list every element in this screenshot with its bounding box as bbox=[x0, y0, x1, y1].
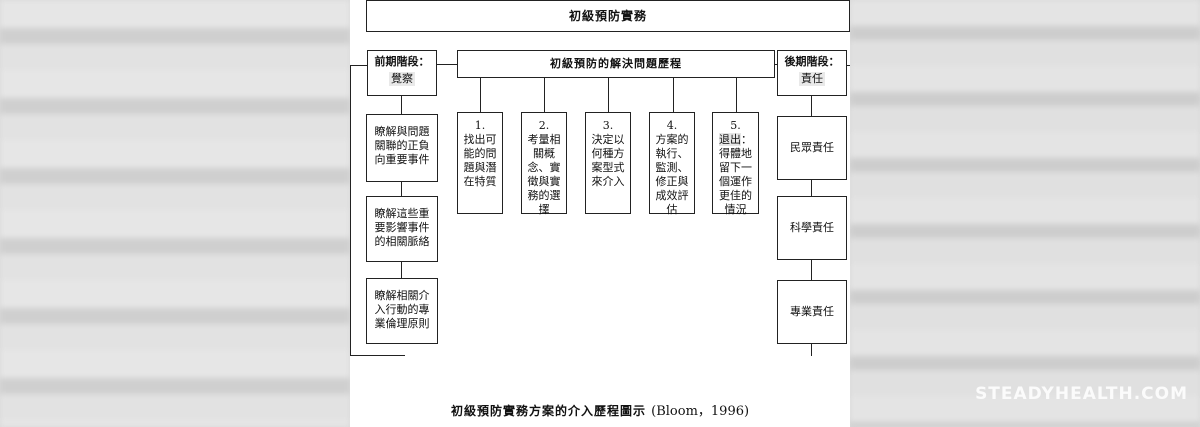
step-vline-2 bbox=[544, 78, 545, 112]
watermark-logo: STEADYHEALTH.COM bbox=[975, 384, 1188, 404]
frame-bottom-line bbox=[350, 355, 405, 356]
left-phase-label: 前期階段： bbox=[374, 55, 430, 68]
step-vline-1 bbox=[480, 78, 481, 112]
center-title-box: 初級預防的解決問題歷程 bbox=[457, 50, 775, 78]
left-box-3: 瞭解相關介入行動的專業倫理原則 bbox=[366, 278, 438, 344]
left-phase-sub: 覺察 bbox=[389, 72, 415, 86]
right-phase-sub: 責任 bbox=[799, 72, 825, 86]
step-num-5: 5. bbox=[730, 119, 741, 132]
left-vline-2 bbox=[401, 182, 402, 196]
step-num-3: 3. bbox=[602, 119, 614, 132]
caption-citation: (Bloom，1996) bbox=[651, 404, 750, 419]
right-phase-label: 後期階段： bbox=[784, 55, 840, 68]
blurred-left-background bbox=[0, 0, 350, 427]
blurred-right-background bbox=[850, 0, 1200, 427]
frame-top-left-line bbox=[350, 65, 367, 66]
frame-left-line bbox=[350, 65, 351, 356]
left-box-1: 瞭解與問題關聯的正負向重要事件 bbox=[366, 114, 438, 182]
step-text-4: 方案的執行、監測、修正與成效評估 bbox=[655, 133, 689, 216]
right-vline-3 bbox=[811, 260, 812, 280]
step-num-2: 2. bbox=[538, 119, 550, 132]
right-box-2: 科學責任 bbox=[777, 196, 847, 260]
step-text-2: 考量相關概念、實徵與實務的選擇 bbox=[527, 133, 561, 216]
right-vline-1 bbox=[811, 96, 812, 116]
left-phase-box: 前期階段： 覺察 bbox=[367, 50, 437, 96]
connector-center-right bbox=[775, 64, 777, 65]
right-box-1: 民眾責任 bbox=[777, 116, 847, 180]
step-box-3: 3. 決定以何種方案型式來介入 bbox=[585, 112, 631, 214]
step-text-1: 找出可能的問題與潛在特質 bbox=[463, 133, 497, 188]
step-box-1: 1. 找出可能的問題與潛在特質 bbox=[457, 112, 503, 214]
step-vline-4 bbox=[673, 78, 674, 112]
right-box-3: 專業責任 bbox=[777, 280, 847, 344]
step-box-4: 4. 方案的執行、監測、修正與成效評估 bbox=[649, 112, 695, 216]
step-vline-3 bbox=[608, 78, 609, 112]
step-highlight-5: 退出 bbox=[719, 133, 741, 146]
step-text-3: 決定以何種方案型式來介入 bbox=[591, 133, 625, 188]
connector-left-center bbox=[437, 64, 457, 65]
diagram-title: 初級預防實務 bbox=[366, 0, 850, 32]
step-box-2: 2. 考量相關概念、實徵與實務的選擇 bbox=[521, 112, 567, 216]
step-text-5: ：得體地留下一個運作更佳的情況 bbox=[719, 133, 752, 216]
right-vline-bottom bbox=[811, 344, 812, 356]
caption-text: 初級預防實務方案的介入歷程圖示 bbox=[450, 404, 646, 418]
left-vline-3 bbox=[401, 262, 402, 278]
right-phase-box: 後期階段： 責任 bbox=[777, 50, 847, 96]
step-num-4: 4. bbox=[666, 119, 678, 132]
figure-caption: 初級預防實務方案的介入歷程圖示 (Bloom，1996) bbox=[350, 400, 850, 419]
left-vline-1 bbox=[401, 96, 402, 114]
frame-right-connector bbox=[847, 65, 850, 66]
left-box-2: 瞭解這些重要影響事件的相關脈絡 bbox=[366, 196, 438, 262]
right-vline-2 bbox=[811, 180, 812, 196]
step-vline-5 bbox=[736, 78, 737, 112]
step-box-5: 5. 退出：得體地留下一個運作更佳的情況 bbox=[712, 112, 759, 216]
step-num-1: 1. bbox=[474, 119, 486, 132]
diagram-paper: 初級預防實務 前期階段： 覺察 初級預防的解決問題歷程 後期階段： 責任 瞭解與… bbox=[350, 0, 850, 427]
